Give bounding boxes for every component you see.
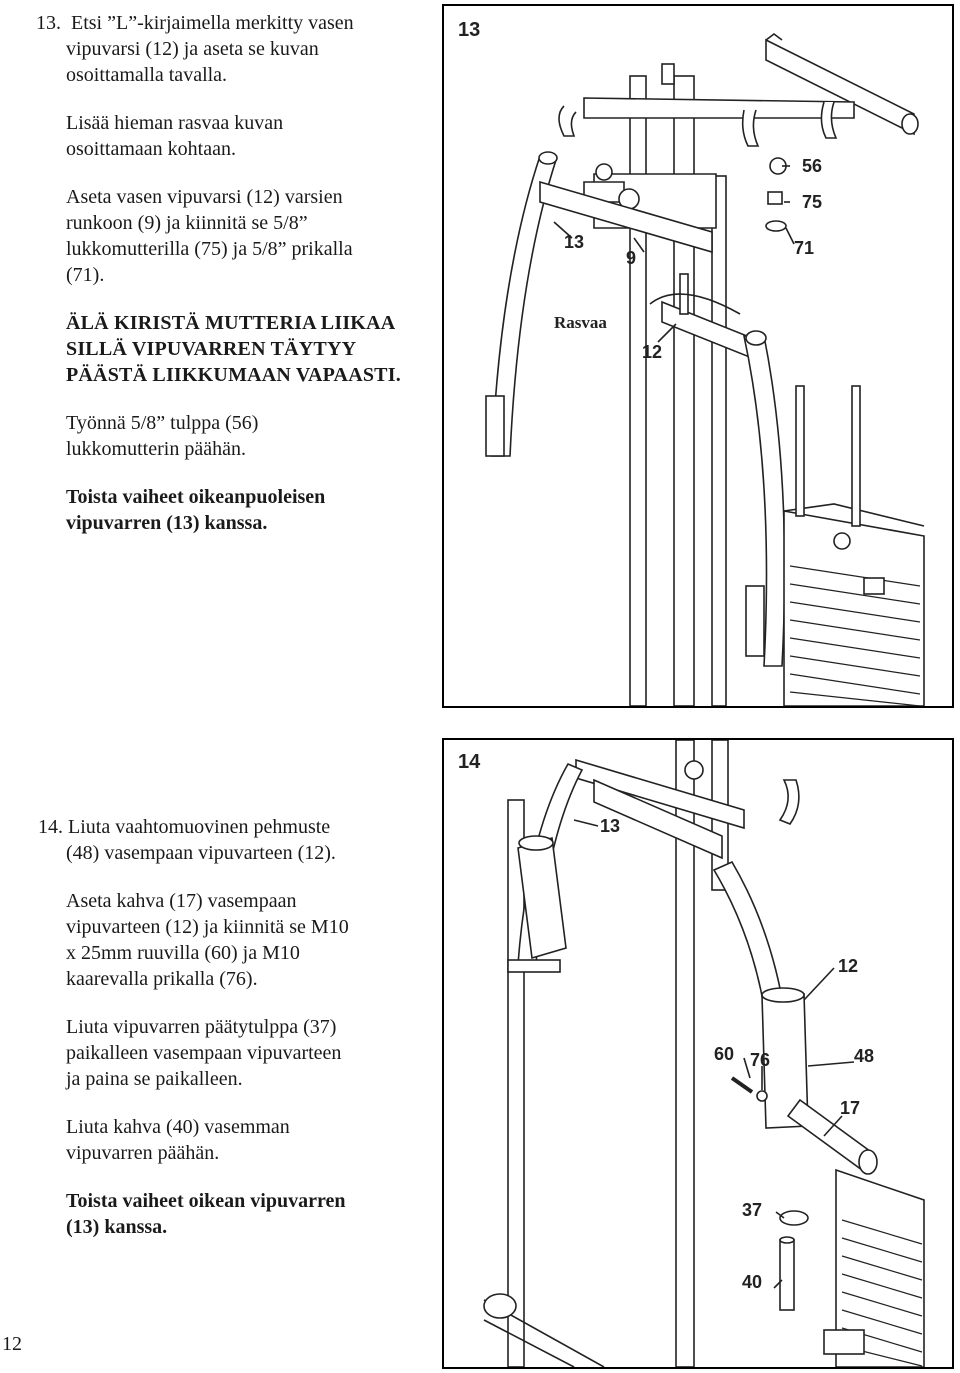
part-label-60: 60 [714,1044,734,1064]
text-line: Aseta kahva (17) vasempaan [66,890,297,912]
step-13-warning: ÄLÄ KIRISTÄ MUTTERIA LIIKAA SILLÄ VIPUVA… [36,310,431,388]
text-line: paikalleen vasempaan vipuvarteen [66,1042,342,1064]
text-line: (48) vasempaan vipuvarteen (12). [66,842,336,864]
text-line: Liuta vipuvarren päätytulppa (37) [66,1016,337,1038]
step-14-repeat: Toista vaiheet oikean vipuvarren (13) ka… [38,1188,433,1240]
part-label-9: 9 [626,248,636,268]
text-line: Liuta kahva (40) vasemman [66,1116,290,1138]
text-line: vipuvarteen (12) ja kiinnitä se M10 [66,916,349,938]
step-14-para-1: 14. Liuta vaahtomuovinen pehmuste (48) v… [38,814,433,866]
part-label-13: 13 [600,816,620,836]
step-13-para-2: Lisää hieman rasvaa kuvan osoittamaan ko… [36,110,431,162]
step-13-repeat: Toista vaiheet oikeanpuoleisen vipuvarre… [36,484,431,536]
text-line: ÄLÄ KIRISTÄ MUTTERIA LIIKAA [66,312,396,334]
page-number: 12 [2,1333,22,1355]
figure-13-drawing: 13 56 75 71 13 9 Rasvaa 12 [458,19,925,707]
figure-14-drawing: 14 13 12 60 76 48 17 37 40 [458,739,925,1368]
text-line: Työnnä 5/8” tulppa (56) [66,412,259,434]
text-line: vipuvarren (13) kanssa. [66,512,268,534]
step-14-para-4: Liuta kahva (40) vasemman vipuvarren pää… [38,1114,433,1166]
text-line: osoittamaan kohtaan. [66,138,236,160]
part-label-12: 12 [838,956,858,976]
part-label-13: 13 [564,232,584,252]
step-13-para-4: Työnnä 5/8” tulppa (56) lukkomutterin pä… [36,410,431,462]
text-line: vipuvarren päähän. [66,1142,220,1164]
part-label-76: 76 [750,1050,770,1070]
text-line: (13) kanssa. [66,1216,168,1238]
part-label-48: 48 [854,1046,874,1066]
text-line: runkoon (9) ja kiinnitä se 5/8” [66,212,308,234]
text-line: Aseta vasen vipuvarsi (12) varsien [66,186,343,208]
figure-14: 14 13 12 60 76 48 17 37 40 [442,738,954,1369]
text-line: lukkomutterilla (75) ja 5/8” prikalla [66,238,353,260]
part-label-71: 71 [794,238,814,258]
step-13-text: 13. Etsi ”L”-kirjaimella merkitty vasen … [36,10,431,536]
text-line: x 25mm ruuvilla (60) ja M10 [66,942,300,964]
part-label-75: 75 [802,192,822,212]
text-line: SILLÄ VIPUVARREN TÄYTYY [66,338,357,360]
step-13-para-3: Aseta vasen vipuvarsi (12) varsien runko… [36,184,431,288]
text-line: ja paina se paikalleen. [66,1068,243,1090]
text-line: Lisää hieman rasvaa kuvan [66,112,284,134]
part-label-56: 56 [802,156,822,176]
step-13-number: 13. [36,12,61,34]
part-label-17: 17 [840,1098,860,1118]
text-line: osoittamalla tavalla. [66,64,228,86]
text-line: lukkomutterin päähän. [66,438,246,460]
text-line: Toista vaiheet oikeanpuoleisen [66,486,326,508]
text-line: vipuvarsi (12) ja aseta se kuvan [66,38,319,60]
text-line: Liuta vaahtomuovinen pehmuste [68,816,331,838]
step-13-para-1: 13. Etsi ”L”-kirjaimella merkitty vasen … [36,10,431,88]
step-14-number: 14. [38,816,63,838]
text-line: kaarevalla prikalla (76). [66,968,258,990]
figure-13-step-label: 13 [458,19,480,41]
step-14-text: 14. Liuta vaahtomuovinen pehmuste (48) v… [38,814,433,1240]
part-label-12: 12 [642,342,662,362]
step-14-para-2: Aseta kahva (17) vasempaan vipuvarteen (… [38,888,433,992]
text-line: Etsi ”L”-kirjaimella merkitty vasen [71,12,354,34]
text-line: PÄÄSTÄ LIIKKUMAAN VAPAASTI. [66,364,401,386]
text-line: Toista vaiheet oikean vipuvarren [66,1190,346,1212]
part-label-40: 40 [742,1272,762,1292]
text-line: (71). [66,264,105,286]
figure-14-step-label: 14 [458,751,481,773]
grease-label: Rasvaa [554,313,607,332]
figure-13: 13 56 75 71 13 9 Rasvaa 12 [442,4,954,708]
part-label-37: 37 [742,1200,762,1220]
step-14-para-3: Liuta vipuvarren päätytulppa (37) paikal… [38,1014,433,1092]
